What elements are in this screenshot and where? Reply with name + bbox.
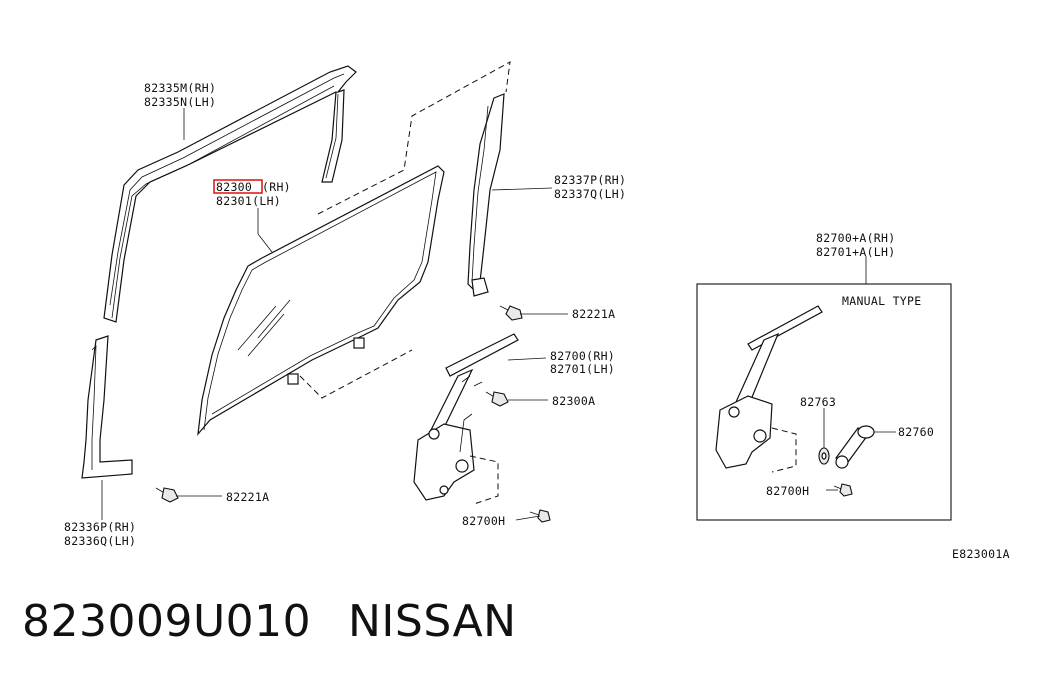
bolt-82221a-upper: [499, 305, 523, 321]
leader-lines: [101, 108, 896, 521]
upper-sash-garnish: [103, 65, 357, 323]
part-number: 823009U010: [22, 596, 312, 647]
label-82300: 82300: [216, 180, 252, 194]
figure-code: E823001A: [952, 547, 1010, 561]
manual-handle: [835, 425, 875, 469]
front-glass-channel: [467, 93, 505, 297]
label-82221a-upper: 82221A: [572, 307, 615, 321]
label-82335m: 82335M(RH): [144, 81, 216, 95]
label-82221a-lower: 82221A: [226, 490, 269, 504]
window-regulator: [413, 333, 519, 505]
rear-glass-channel: [81, 335, 133, 479]
label-82700h: 82700H: [462, 514, 505, 528]
label-82700-a: 82700+A(RH): [816, 231, 895, 245]
label-82700: 82700(RH): [550, 349, 615, 363]
highlight-box: [213, 179, 263, 194]
glass-to-regulator-phantom: [299, 349, 413, 399]
manual-type-box: [696, 283, 952, 521]
label-82763: 82763: [800, 395, 836, 409]
manual-washer: [818, 447, 830, 465]
brand-name: NISSAN: [348, 596, 517, 647]
label-82700h-manual: 82700H: [766, 484, 809, 498]
label-82301: 82301(LH): [216, 194, 281, 208]
bolt-82221a-lower: [155, 487, 179, 503]
label-82300-side: (RH): [262, 180, 291, 194]
label-82335n: 82335N(LH): [144, 95, 216, 109]
label-82701-a: 82701+A(LH): [816, 245, 895, 259]
label-82336p: 82336P(RH): [64, 520, 136, 534]
label-82337p: 82337P(RH): [554, 173, 626, 187]
label-82760: 82760: [898, 425, 934, 439]
label-82300a: 82300A: [552, 394, 595, 408]
label-82701: 82701(LH): [550, 362, 615, 376]
manual-bolt: [833, 483, 853, 497]
glass-travel-phantom: [317, 61, 511, 215]
door-glass: [197, 165, 445, 436]
label-82336q: 82336Q(LH): [64, 534, 136, 548]
manual-regulator: [715, 305, 823, 473]
label-82337q: 82337Q(LH): [554, 187, 626, 201]
label-manual-type: MANUAL TYPE: [842, 294, 921, 308]
bolt-82300a: [485, 391, 509, 407]
